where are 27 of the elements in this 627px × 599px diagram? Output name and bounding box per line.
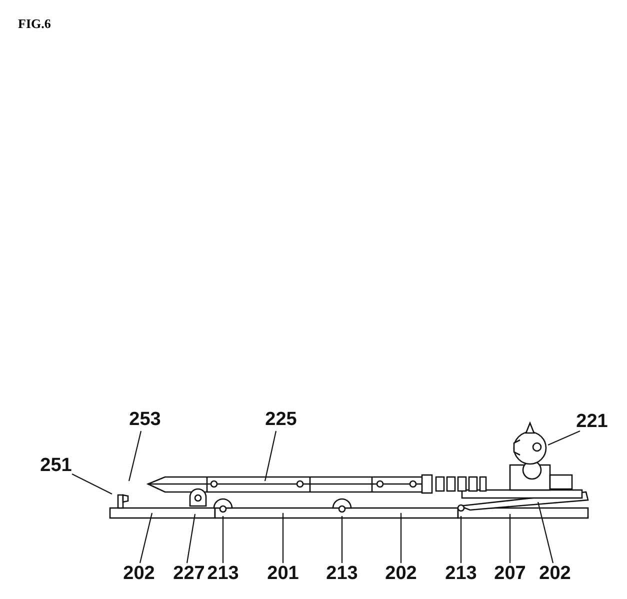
reference-numeral: 202 [539,564,571,584]
leader-line [341,516,343,563]
reference-numeral: 201 [267,564,299,584]
leader-line [128,430,142,482]
leader-line [72,474,112,494]
leader-line [537,502,554,564]
reference-numeral: 213 [326,564,358,584]
leader-line [460,516,462,563]
leader-line [186,514,196,564]
reference-numeral: 202 [123,564,155,584]
figure-title: FIG.6 [18,16,51,32]
leader-line [400,513,402,563]
reference-numeral: 207 [494,564,526,584]
reference-numeral: 253 [129,410,161,430]
reference-numeral: 213 [445,564,477,584]
reference-numeral: 213 [207,564,239,584]
leader-line [282,513,284,563]
reference-numeral: 221 [576,412,608,432]
reference-numeral: 202 [385,564,417,584]
reference-numeral: 225 [265,410,297,430]
leader-line [139,512,153,564]
leader-line [548,430,580,446]
reference-numeral: 251 [40,456,72,476]
reference-numeral: 227 [173,564,205,584]
leader-line [509,514,511,563]
leader-line [264,430,277,482]
leader-line [222,516,224,563]
